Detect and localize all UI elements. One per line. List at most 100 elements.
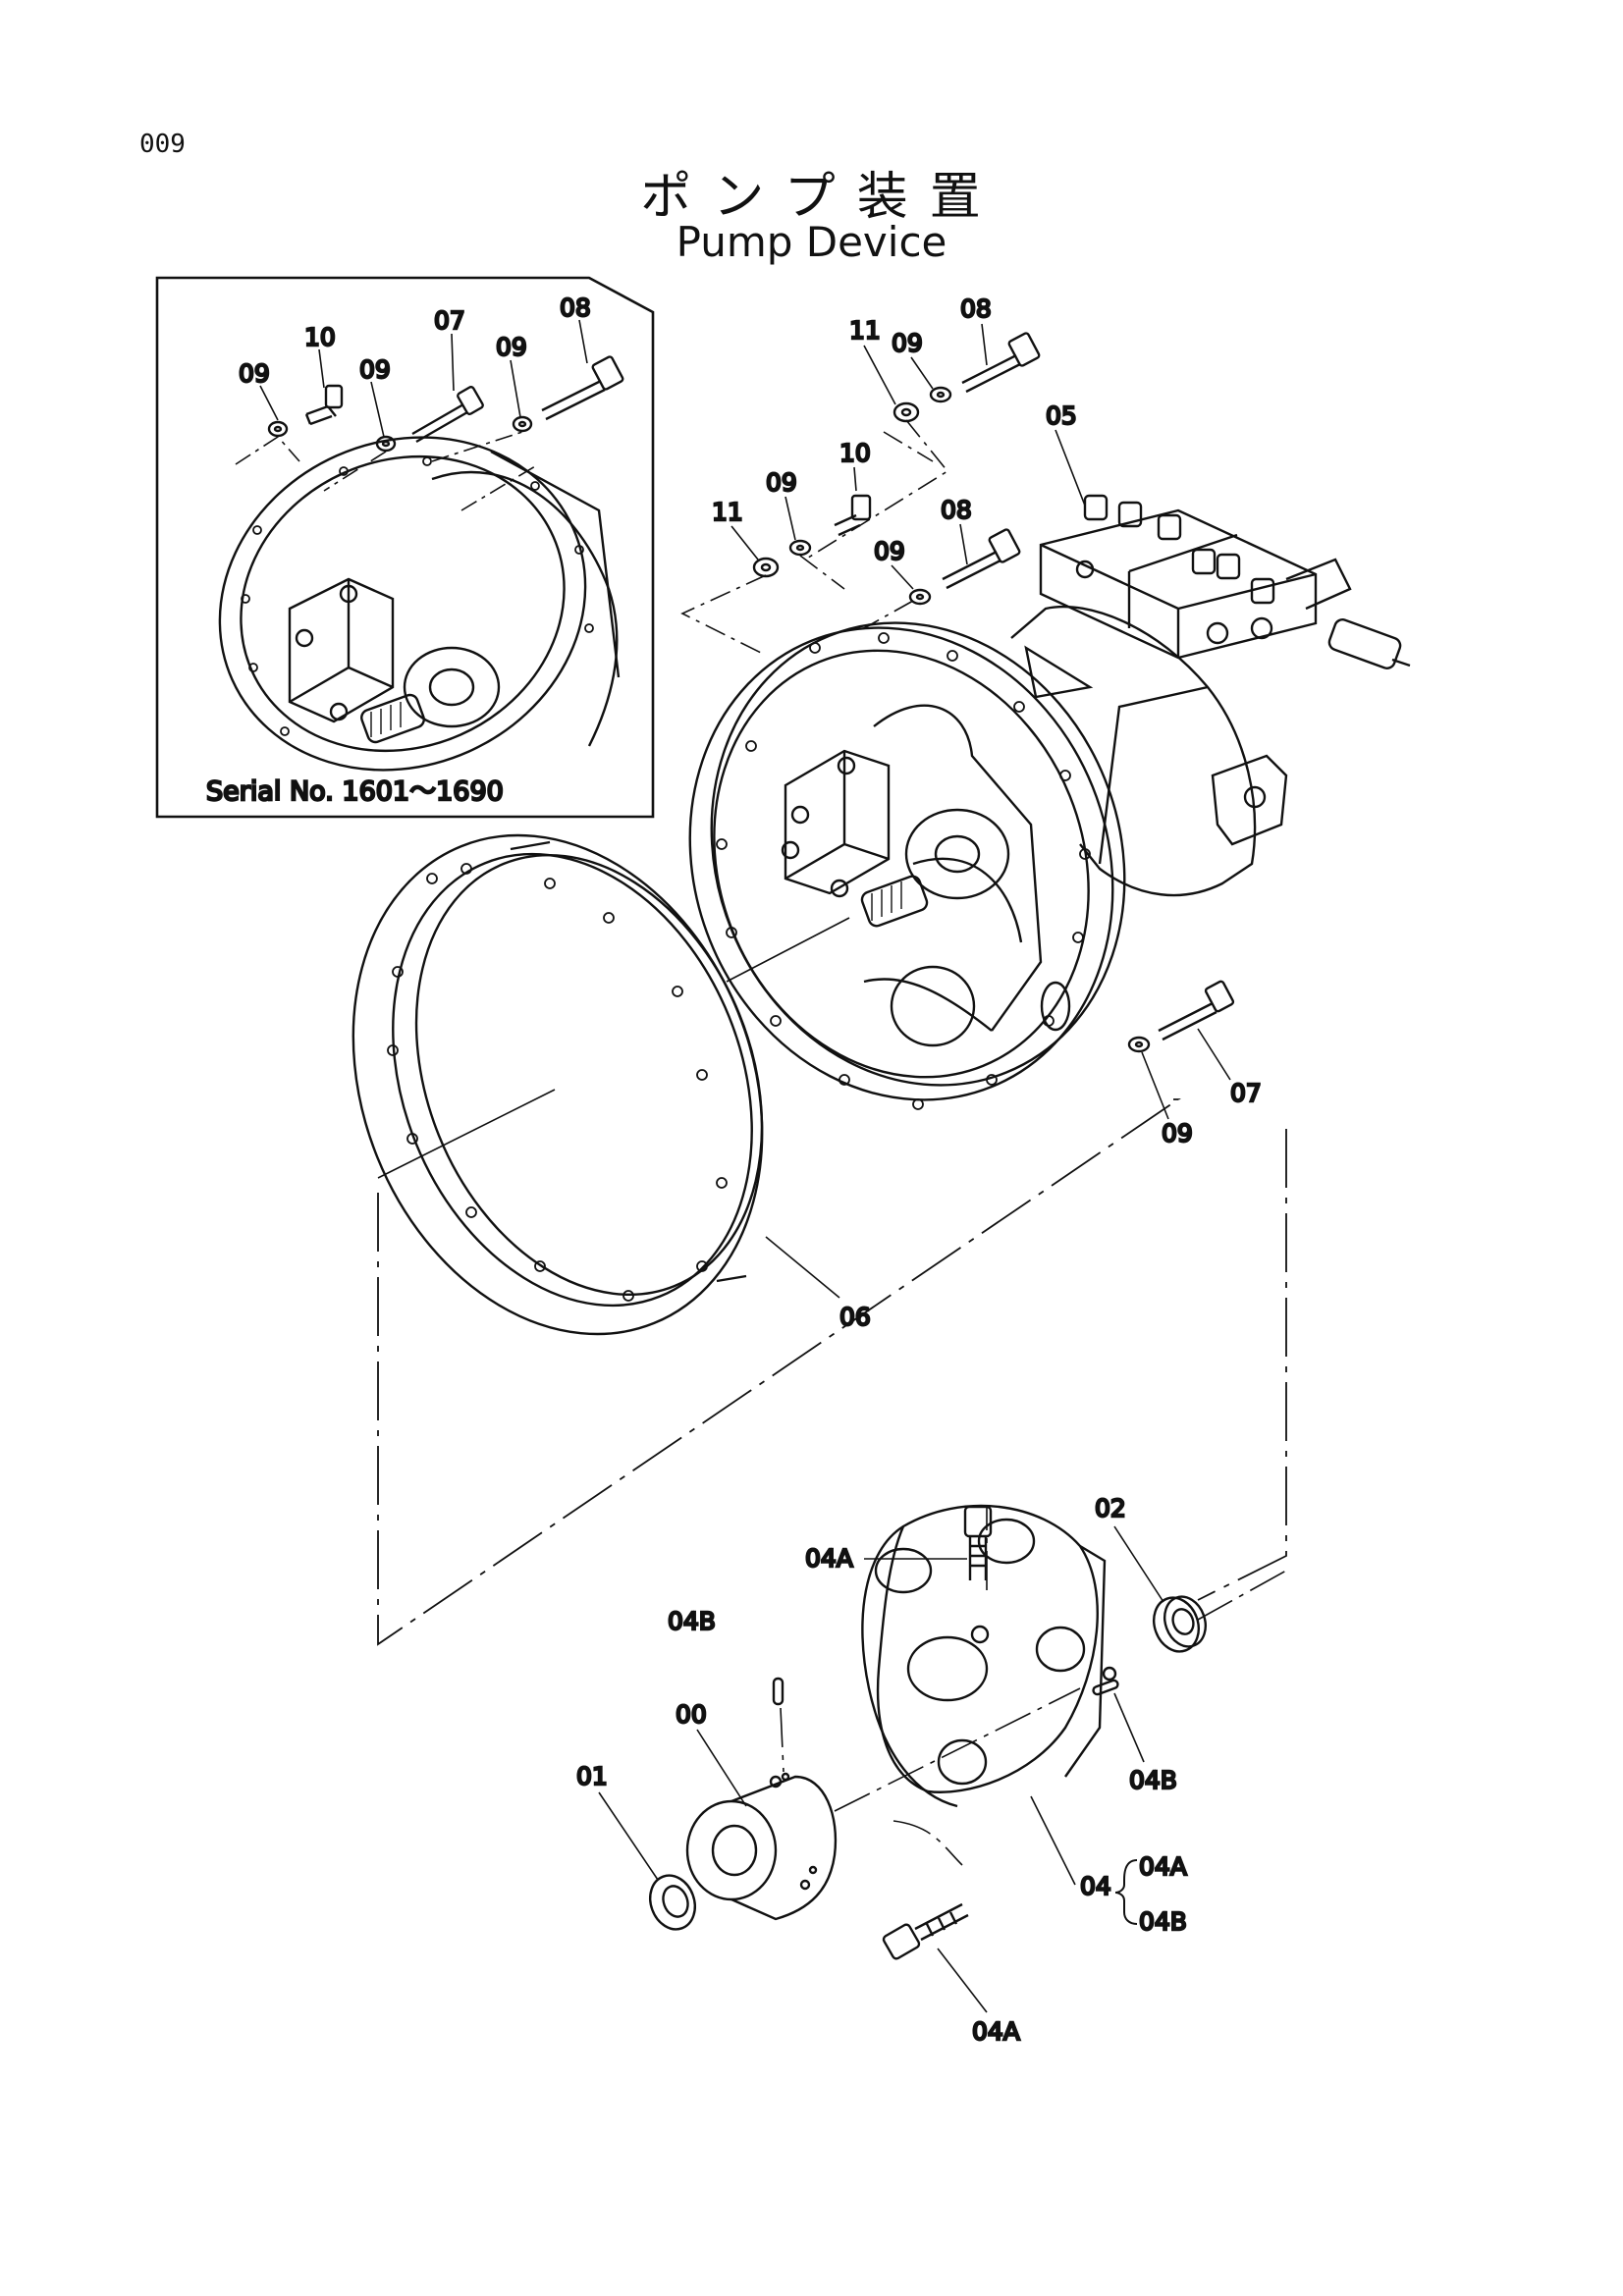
pump-flange-inner: [713, 649, 1090, 1079]
ring-leader-06: [765, 1236, 840, 1299]
gear-pump-bolt: [781, 840, 800, 860]
coupling-side-hole: [1102, 1666, 1117, 1682]
pump-axis-line: [726, 917, 850, 983]
socket-bolt-04A-bottom: [882, 1902, 969, 1960]
label-inset-09b: 09: [359, 355, 391, 384]
leader-01: [598, 1791, 659, 1881]
inset-bolt-10: [304, 384, 344, 426]
pin-04B-left: [772, 1677, 784, 1706]
page-number: 009: [139, 130, 186, 159]
spline-shaft: [860, 875, 929, 928]
bolt-08-mid: [942, 528, 1021, 590]
pump-side-port: [1211, 754, 1288, 846]
coupling-centerlines: [780, 1507, 1287, 1866]
coupling-lug: [937, 1738, 988, 1786]
label-inset-09c: 09: [496, 333, 527, 361]
bolt-07-side: [1158, 980, 1235, 1041]
label-side-09: 09: [1162, 1119, 1193, 1148]
leader-00: [696, 1729, 747, 1807]
coupling-lug: [1035, 1626, 1086, 1673]
inset-frame: [155, 276, 655, 819]
ring-outer: [352, 833, 764, 1336]
gear-pump-bolt: [830, 879, 849, 898]
inset-spline-shaft: [360, 693, 425, 744]
inset-washer-09c: [512, 415, 533, 433]
washer-01: [649, 1874, 696, 1931]
pump-flange-outer: [688, 626, 1114, 1101]
inset-washer-09b: [375, 435, 397, 453]
inset-serial-label: Serial No. 1601〜1690: [206, 776, 504, 807]
ring-bolt-holes: [387, 863, 728, 1302]
pin-04B-right: [1092, 1679, 1119, 1696]
valve-block: [1024, 494, 1411, 699]
washer-09-top: [929, 386, 952, 403]
leader-04: [1030, 1795, 1076, 1886]
inset-bolt-07: [411, 386, 484, 444]
pump-casing: [1010, 605, 1257, 897]
label-coupling-02: 02: [1095, 1494, 1126, 1522]
gear-pump-bolt: [790, 805, 810, 825]
pump-housing-window: [890, 965, 976, 1047]
leader-02: [1113, 1525, 1164, 1603]
leader-04A-bottom: [937, 1948, 988, 2013]
inset-flange-outer: [218, 436, 587, 772]
inset-housing: [431, 470, 619, 747]
label-mid-09b: 09: [874, 537, 905, 565]
pump-side-port-hole: [1243, 785, 1267, 809]
inset-pump-bolt: [339, 584, 358, 604]
label-coupling-01: 01: [576, 1762, 608, 1790]
coupling-top-hole: [970, 1625, 990, 1644]
label-coupling-04B-left: 04B: [668, 1607, 716, 1635]
pump-flange-rim: [710, 621, 1126, 1087]
inset-leader-lines: [235, 431, 536, 511]
coupling-body: [876, 1504, 1099, 1793]
bolt-08-top: [961, 332, 1041, 394]
label-top-11a: 11: [849, 316, 881, 345]
gear-pump-bolt: [837, 756, 856, 775]
label-inset-10: 10: [304, 323, 336, 351]
leader-04B-right: [1113, 1692, 1145, 1763]
label-side-07: 07: [1230, 1079, 1262, 1107]
pump-hub: [904, 808, 1010, 900]
flange-ring-06: 06: [352, 833, 872, 1336]
brace-04: [1114, 1859, 1138, 1925]
coupling-body-face: [861, 1524, 1107, 1808]
pump-housing-window-right: [1040, 981, 1071, 1032]
inset-label-leaders: [259, 319, 588, 438]
hub-00: [685, 1772, 838, 1921]
washer-11-top: [893, 401, 920, 423]
inset-bolt-08: [541, 355, 624, 421]
inset-hub-inner: [428, 667, 475, 707]
inset-gear-pump: [288, 577, 395, 723]
washer-11-mid: [752, 557, 780, 578]
inset-spline-teeth: [370, 702, 402, 737]
inset-bolt-holes: [241, 456, 594, 736]
pump-casing-edge: [1098, 685, 1209, 865]
label-top-08: 08: [960, 294, 992, 323]
bolt-10-mid: [834, 494, 872, 537]
label-mid-10: 10: [839, 439, 871, 467]
inset-pump-bolt: [295, 628, 314, 648]
label-coupling-04A-bottom: 04A: [972, 2017, 1020, 2046]
ring-inner-lip: [414, 853, 764, 1297]
page-title-japanese: ポンプ装置: [640, 168, 1002, 227]
ring-thickness: [510, 840, 747, 1283]
label-pump-05: 05: [1046, 401, 1077, 430]
washer-09-mid: [788, 539, 812, 557]
label-coupling-04-sub2: 04B: [1139, 1907, 1187, 1936]
inset-hub: [403, 646, 501, 728]
coupling-lug: [874, 1547, 933, 1594]
label-mid-11: 11: [712, 498, 743, 526]
coupling-lug: [977, 1518, 1036, 1565]
bush-02: [1153, 1595, 1207, 1653]
coupling-center-bore: [906, 1635, 989, 1702]
label-inset-08: 08: [560, 294, 591, 322]
inset-pump-bolt: [329, 702, 349, 721]
label-top-09a: 09: [892, 329, 923, 357]
main-pump-assembly: 08 09 11 05 10 09 11 08 09 07 09: [680, 294, 1411, 1148]
label-mid-08: 08: [941, 496, 972, 524]
main-label-leaders: [730, 323, 1231, 1120]
pump-hub-bore: [934, 834, 981, 874]
gear-pump-face: [784, 751, 890, 881]
